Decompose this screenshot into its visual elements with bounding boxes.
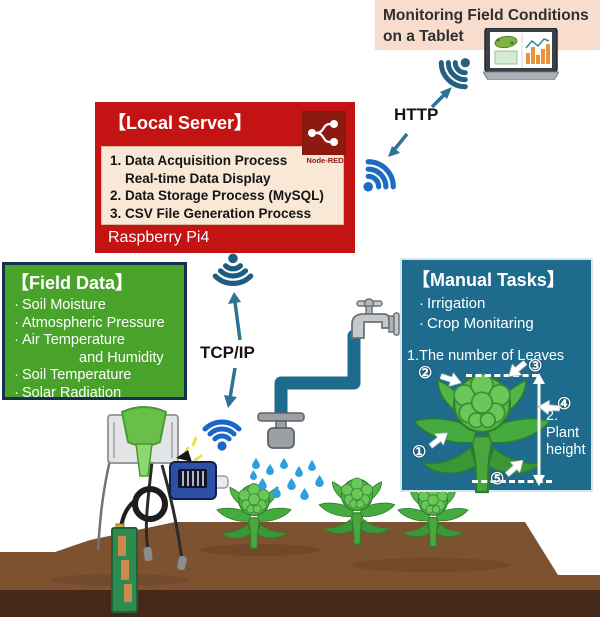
leaf-marker-2: ② xyxy=(418,365,433,382)
leaf-marker-5: ⑤ xyxy=(490,471,505,488)
manual-tasks-box: 【Manual Tasks】 ·Irrigation ·Crop Monitar… xyxy=(400,258,593,492)
field-data-item: ·Soil Temperature xyxy=(14,367,132,383)
http-label: HTTP xyxy=(394,105,439,124)
field-data-item: ·Soil Moisture xyxy=(14,297,106,313)
field-data-item: and Humidity xyxy=(79,349,164,366)
leaf-marker-4: ④ xyxy=(557,396,572,413)
local-server-title: 【Local Server】 xyxy=(108,113,253,133)
field-data-box: 【Field Data】 ·Soil Moisture ·Atmospheric… xyxy=(2,262,187,401)
node-red-icon xyxy=(302,111,346,155)
field-data-title: 【Field Data】 xyxy=(11,273,134,293)
node-red-label: Node-RED xyxy=(306,156,344,165)
process-line: 2. Data Storage Process (MySQL) xyxy=(110,188,324,203)
irrigation-pipe-sprinkler xyxy=(250,329,361,500)
tcpip-label: TCP/IP xyxy=(200,343,255,362)
water-drop-icon xyxy=(250,458,324,500)
process-line: 3. CSV File Generation Process xyxy=(110,205,312,221)
faucet-icon xyxy=(351,298,400,339)
process-line: Real-time Data Display xyxy=(125,170,271,186)
soil-bed-graphic xyxy=(0,522,600,617)
header-title-line2: on a Tablet xyxy=(383,28,464,45)
water-pipe xyxy=(274,329,361,422)
manual-tasks-items: ·Irrigation ·Crop Monitaring xyxy=(416,294,534,334)
weather-sensor-icon xyxy=(169,450,229,500)
leaves-count-note: 1.The number of Leaves xyxy=(407,348,565,364)
manual-task-item: ·Crop Monitaring xyxy=(419,315,534,332)
tablet-icon xyxy=(483,28,559,80)
plant-height-note: 2. Plant height xyxy=(546,408,586,458)
leaf-marker-3: ③ xyxy=(528,358,543,375)
tcpip-connection-arrows xyxy=(224,292,242,408)
plant-base-dashed-line xyxy=(472,480,552,483)
manual-task-item: ·Irrigation xyxy=(419,295,486,312)
server-process-list: 1. Data Acquisition Process Real-time Da… xyxy=(101,146,344,225)
wifi-icon xyxy=(196,406,248,454)
plant-top-dashed-line xyxy=(466,374,538,377)
sprinkler-icon xyxy=(257,412,305,449)
plant-height-arrow xyxy=(533,373,545,486)
sensor-station-icon xyxy=(96,406,229,613)
header-title-line1: Monitoring Field Conditions xyxy=(383,7,589,24)
process-line: 1. Data Acquisition Process xyxy=(110,153,288,168)
leaf-marker-1: ① xyxy=(412,444,427,461)
manual-tasks-title: 【Manual Tasks】 xyxy=(412,270,565,290)
http-connection-arrows xyxy=(388,87,452,157)
field-data-item: ·Air Temperature xyxy=(14,332,125,348)
server-device-label: Raspberry Pi4 xyxy=(108,229,210,246)
field-data-item: ·Solar Radiation xyxy=(14,384,122,401)
node-red-badge: Node-RED xyxy=(302,111,348,165)
field-data-item: ·Atmospheric Pressure xyxy=(14,314,165,331)
